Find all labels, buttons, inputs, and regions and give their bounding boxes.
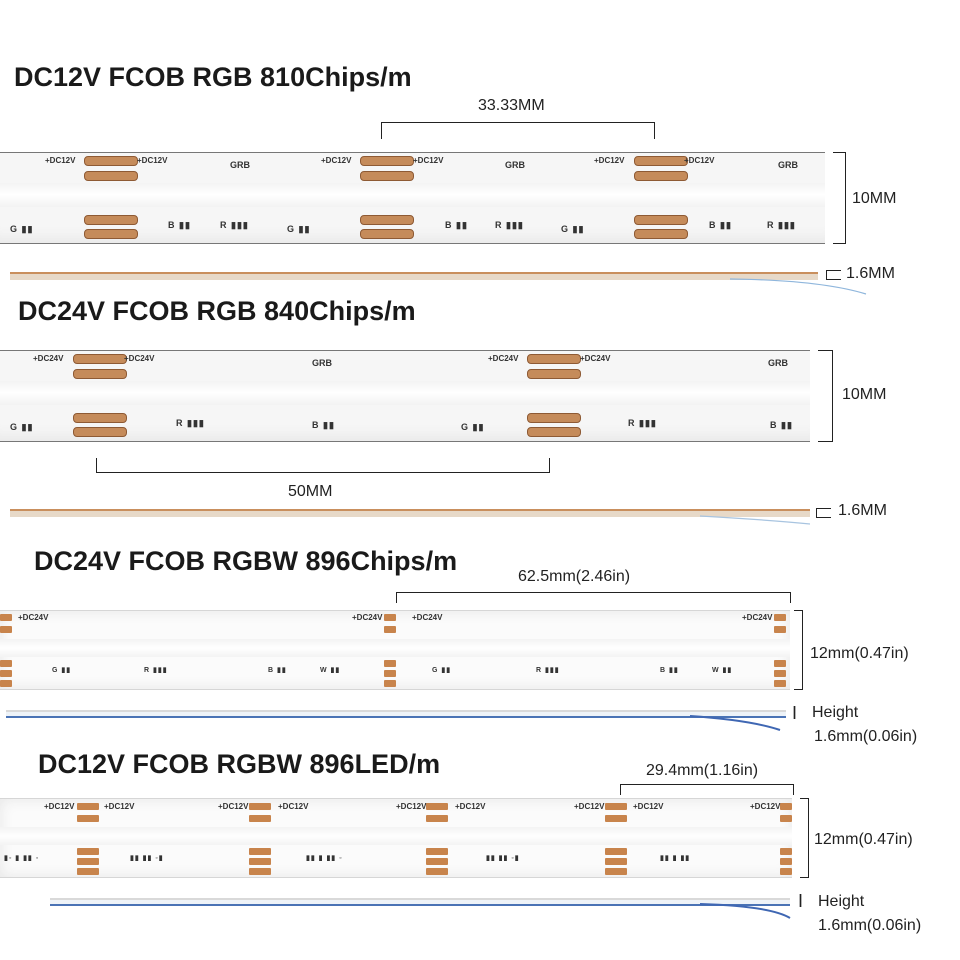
section1-pitch-label: 33.33MM — [478, 97, 545, 114]
section4-width-label: 12mm(0.47in) — [814, 831, 913, 848]
s3-chip-4: W ▮▮ — [320, 667, 341, 674]
s3-chip-3: B ▮▮ — [268, 667, 287, 674]
section3-height-value: 1.6mm(0.06in) — [814, 728, 918, 745]
section4-strip — [0, 798, 792, 878]
s3-height-marker: I — [792, 703, 798, 723]
section1-height-label: 1.6MM — [846, 265, 895, 282]
s2-plus-2: +DC24V — [124, 354, 155, 363]
s4-height-marker: I — [798, 891, 804, 911]
s2-plus-4: +DC24V — [580, 354, 611, 363]
s4-chips-1: ▮◦ ▮ ▮▮ ◦ — [4, 855, 40, 862]
s2-chip-r2: R ▮▮▮ — [628, 418, 657, 428]
section2-width-label: 10MM — [842, 386, 887, 403]
section1-pitch-bracket — [381, 122, 655, 139]
s2-chip-b: B ▮▮ — [312, 420, 335, 430]
s3-chip-6: R ▮▮▮ — [536, 667, 560, 674]
section4-pitch-bracket — [620, 784, 794, 795]
s1-plus-label: +DC12V — [45, 156, 76, 165]
section4-width-bracket — [800, 798, 809, 878]
s1-plus-label-3: +DC12V — [321, 156, 352, 165]
s4-chips-4: ▮▮ ▮▮ ◦▮ — [486, 855, 520, 862]
section3-width-bracket — [794, 610, 803, 690]
s1-chip-r3: R ▮▮▮ — [767, 220, 796, 230]
s1-chip-r: R ▮▮▮ — [220, 220, 249, 230]
s1-plus-label-4: +DC12V — [413, 156, 444, 165]
section2-height-label: 1.6MM — [838, 502, 887, 519]
s3-plus-2: +DC24V — [352, 613, 383, 622]
s1-chip-g2: G ▮▮ — [287, 224, 311, 234]
section2-title: DC24V FCOB RGB 840Chips/m — [18, 296, 416, 326]
section4-height-value: 1.6mm(0.06in) — [818, 917, 922, 934]
s2-grb-1: GRB — [312, 358, 332, 368]
s3-plus-3: +DC24V — [412, 613, 443, 622]
section2-profile — [10, 509, 810, 517]
section2-pitch-label: 50MM — [288, 483, 333, 500]
s3-chip-7: B ▮▮ — [660, 667, 679, 674]
s3-chip-1: G ▮▮ — [52, 667, 72, 674]
s2-plus-1: +DC24V — [33, 354, 64, 363]
s4-plus-3: +DC12V — [218, 802, 249, 811]
section2-strip — [0, 350, 810, 442]
s1-plus-label-6: +DC12V — [684, 156, 715, 165]
s3-chip-8: W ▮▮ — [712, 667, 733, 674]
s4-plus-5: +DC12V — [396, 802, 427, 811]
s4-plus-8: +DC12V — [633, 802, 664, 811]
s2-grb-2: GRB — [768, 358, 788, 368]
s2-chip-g2: G ▮▮ — [461, 422, 485, 432]
s2-chip-b2: B ▮▮ — [770, 420, 793, 430]
s1-plus-label-5: +DC12V — [594, 156, 625, 165]
s4-chips-2: ▮▮ ▮▮ ◦▮ — [130, 855, 164, 862]
s3-chip-5: G ▮▮ — [432, 667, 452, 674]
s4-chips-5: ▮▮ ▮ ▮▮ — [660, 855, 691, 862]
s4-plus-9: +DC12V — [750, 802, 781, 811]
s1-chip-g: G ▮▮ — [10, 224, 34, 234]
s4-chips-3: ▮▮ ▮ ▮▮ ◦ — [306, 855, 343, 862]
s2-chip-g: G ▮▮ — [10, 422, 34, 432]
s1-grb-2: GRB — [505, 160, 525, 170]
s1-grb-3: GRB — [778, 160, 798, 170]
section4-title: DC12V FCOB RGBW 896LED/m — [38, 749, 441, 779]
section4-pitch-label: 29.4mm(1.16in) — [646, 762, 759, 779]
s1-chip-b2: B ▮▮ — [445, 220, 468, 230]
s4-plus-6: +DC12V — [455, 802, 486, 811]
s4-plus-1: +DC12V — [44, 802, 75, 811]
section3-pitch-bracket — [396, 592, 791, 603]
section1-title: DC12V FCOB RGB 810Chips/m — [14, 62, 412, 92]
section3-width-label: 12mm(0.47in) — [810, 645, 909, 662]
s1-chip-g3: G ▮▮ — [561, 224, 585, 234]
section3-pitch-label: 62.5mm(2.46in) — [518, 568, 631, 585]
section4-height-word: Height — [818, 893, 865, 910]
s4-plus-2: +DC12V — [104, 802, 135, 811]
section1-width-bracket — [833, 152, 846, 244]
section4-profile — [50, 898, 790, 906]
s3-chip-2: R ▮▮▮ — [144, 667, 168, 674]
s1-chip-b: B ▮▮ — [168, 220, 191, 230]
section3-profile — [6, 710, 786, 718]
s1-chip-r2: R ▮▮▮ — [495, 220, 524, 230]
s3-plus-4: +DC24V — [742, 613, 773, 622]
section1-profile — [10, 272, 818, 280]
section2-width-bracket — [818, 350, 833, 442]
section3-height-word: Height — [812, 704, 859, 721]
section1-strip — [0, 152, 825, 244]
s1-grb-1: GRB — [230, 160, 250, 170]
s1-chip-b3: B ▮▮ — [709, 220, 732, 230]
s3-plus-1: +DC24V — [18, 613, 49, 622]
s4-plus-7: +DC12V — [574, 802, 605, 811]
s2-plus-3: +DC24V — [488, 354, 519, 363]
section1-width-label: 10MM — [852, 190, 897, 207]
s4-plus-4: +DC12V — [278, 802, 309, 811]
section2-pitch-bracket — [96, 458, 550, 473]
section3-title: DC24V FCOB RGBW 896Chips/m — [34, 546, 458, 576]
s2-chip-r: R ▮▮▮ — [176, 418, 205, 428]
s1-plus-label-2: +DC12V — [137, 156, 168, 165]
